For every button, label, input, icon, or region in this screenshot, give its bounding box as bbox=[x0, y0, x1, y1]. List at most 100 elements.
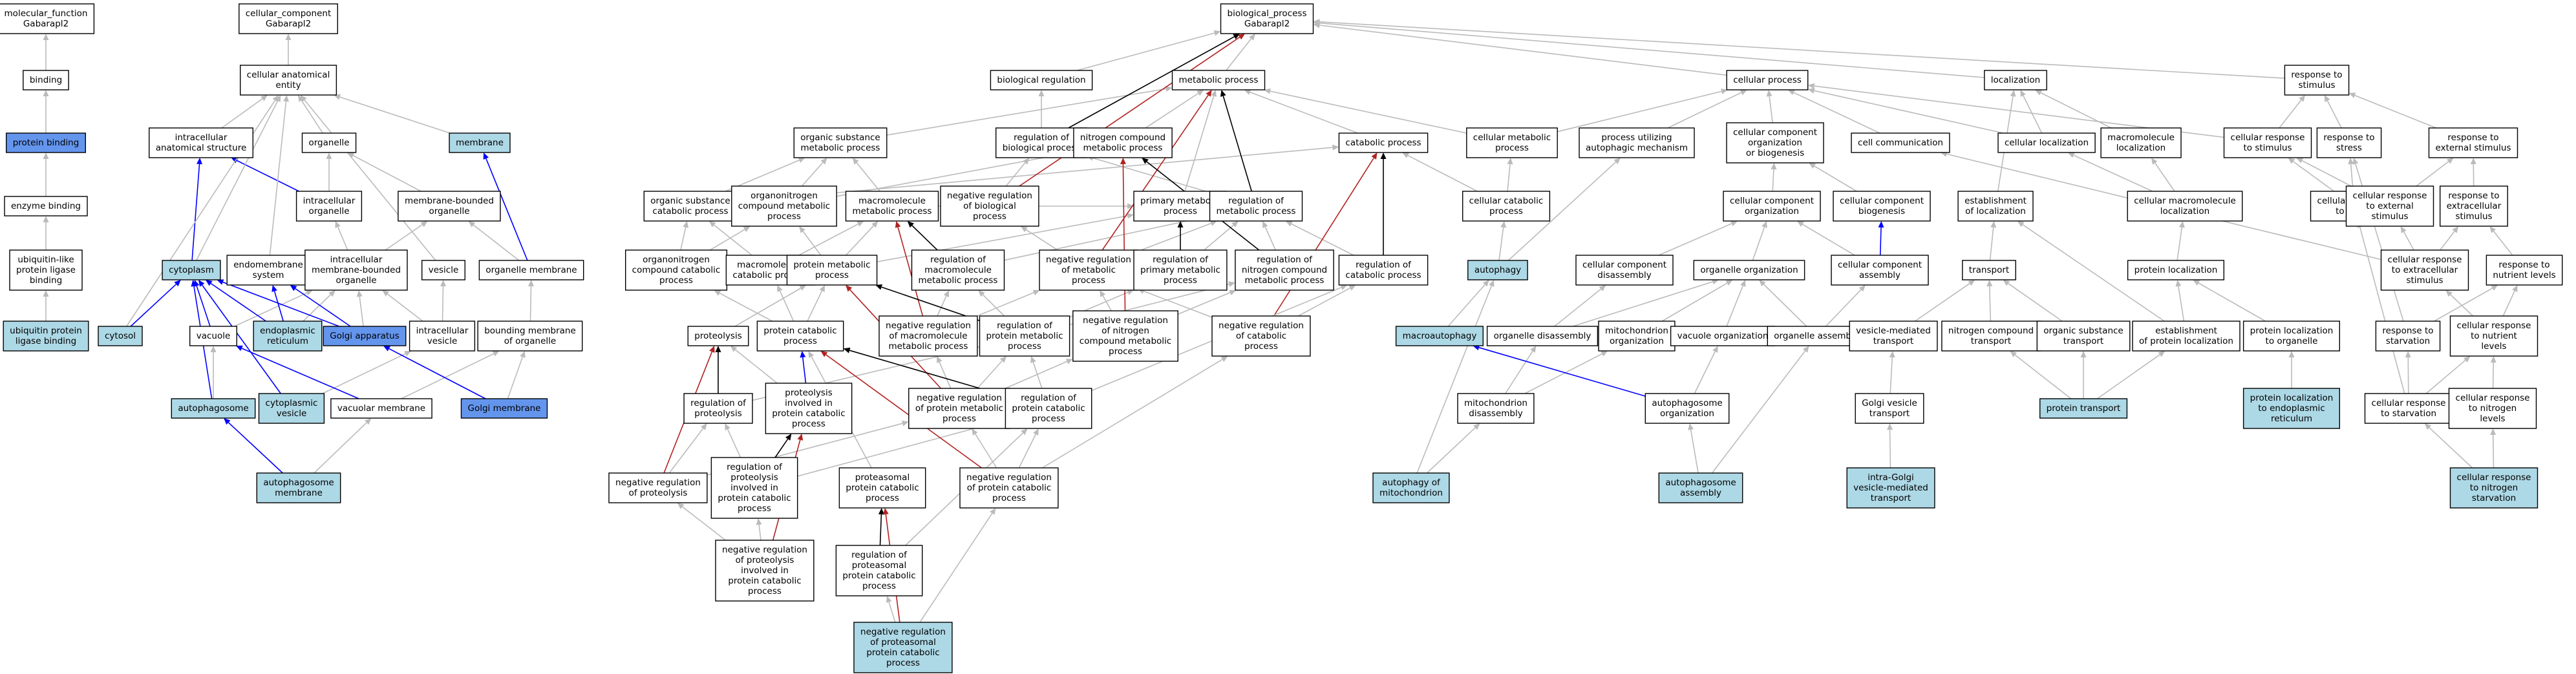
go-term-autophagosome[interactable]: autophagosome bbox=[171, 398, 256, 419]
go-term-prot-loc[interactable]: protein localization bbox=[2127, 260, 2225, 280]
go-term-org-organization[interactable]: organelle organization bbox=[1693, 260, 1805, 280]
go-term-localization[interactable]: localization bbox=[1984, 70, 2047, 90]
go-term-org-disassembly[interactable]: organelle disassembly bbox=[1486, 326, 1599, 346]
go-term-cell-comm[interactable]: cell communication bbox=[1851, 132, 1950, 153]
go-term-transport[interactable]: transport bbox=[1962, 260, 2016, 280]
go-term-cytosol[interactable]: cytosol bbox=[98, 326, 143, 346]
go-term-membrane[interactable]: membrane bbox=[449, 132, 511, 153]
go-term-golgi-mem[interactable]: Golgi membrane bbox=[460, 398, 548, 419]
go-term-catab[interactable]: catabolic process bbox=[1338, 132, 1429, 153]
go-term-macroautophagy[interactable]: macroautophagy bbox=[1395, 326, 1484, 346]
go-term-golgi[interactable]: Golgi apparatus bbox=[323, 326, 407, 346]
go-term-vacuole[interactable]: vacuole bbox=[189, 326, 238, 346]
go-term-cytoplasm[interactable]: cytoplasm bbox=[162, 260, 221, 280]
go-term-autophagy[interactable]: autophagy bbox=[1467, 260, 1528, 280]
go-term-met-proc[interactable]: metabolic process bbox=[1171, 70, 1266, 90]
go-term-bio-reg[interactable]: biological regulation bbox=[990, 70, 1093, 90]
go-term-binding[interactable]: binding bbox=[23, 70, 69, 90]
go-term-org-mem[interactable]: organelle membrane bbox=[478, 260, 584, 280]
go-term-organelle[interactable]: organelle bbox=[301, 132, 357, 153]
go-term-vac-org[interactable]: vacuole organization bbox=[1670, 326, 1776, 346]
go-term-cell-loc[interactable]: cellular localization bbox=[1997, 132, 2096, 153]
go-term-protein-binding[interactable]: protein binding bbox=[5, 132, 86, 153]
go-term-prot-transport[interactable]: protein transport bbox=[2039, 398, 2128, 419]
